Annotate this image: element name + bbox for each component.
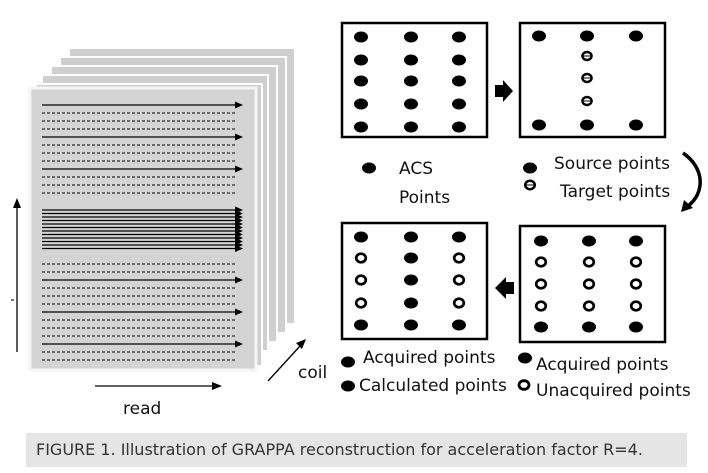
- acquired-point: [404, 31, 418, 43]
- unacquired-points-label: Unacquired points: [536, 381, 691, 401]
- unacquired-point: [534, 300, 548, 312]
- line-arrowhead: [235, 308, 243, 316]
- line-arrowhead: [235, 340, 243, 348]
- acquired-point: [452, 31, 466, 43]
- legend-acquired-dot-left: [341, 356, 355, 368]
- acquired-point: [404, 231, 418, 243]
- acquired-point: [629, 30, 643, 42]
- unacquired-point: [582, 278, 596, 290]
- read-label: read: [123, 399, 162, 419]
- acquired-point: [404, 297, 418, 309]
- kspace-lines: [42, 101, 243, 361]
- acquired-point: [452, 121, 466, 133]
- unacquired-point: [354, 252, 368, 264]
- acquired-points-left-label: Acquired points: [363, 348, 496, 368]
- phase-encode-arrow: [11, 198, 21, 352]
- acquired-point: [354, 98, 368, 110]
- line-arrowhead: [235, 133, 243, 141]
- acquired-point: [404, 75, 418, 87]
- unacquired-point: [582, 300, 596, 312]
- acquired-point: [532, 119, 546, 131]
- coil-stack: [28, 47, 296, 372]
- acquired-point: [629, 119, 643, 131]
- legend-acs-dot: [362, 162, 376, 174]
- acquired-point: [582, 321, 596, 333]
- legend-unacquired-ring: [517, 379, 531, 391]
- acquired-point: [452, 98, 466, 110]
- kernel-box: [518, 21, 667, 139]
- acquired-point: [354, 31, 368, 43]
- acquired-point: [452, 75, 466, 87]
- step-arrow-right: [495, 80, 513, 102]
- read-arrow: [95, 382, 222, 390]
- acquired-point: [532, 30, 546, 42]
- acs-points-label: Points: [399, 188, 451, 208]
- unacquired-point: [452, 274, 466, 286]
- coil-label: coil: [298, 363, 328, 383]
- legend-source-dot: [523, 162, 537, 174]
- acquired-point: [580, 30, 594, 42]
- unacquired-point: [629, 278, 643, 290]
- unacquired-point: [452, 252, 466, 264]
- legend-markers: [341, 162, 537, 392]
- sample-points: [354, 30, 643, 333]
- line-arrowhead: [235, 245, 243, 252]
- source-points-label: Source points: [554, 154, 671, 174]
- unacquired-point: [582, 256, 596, 268]
- acs-label: ACS: [399, 159, 433, 179]
- curved-arrow: [681, 151, 702, 212]
- line-arrowhead: [235, 165, 243, 173]
- coil-arrow: [267, 339, 306, 382]
- legend-calculated-dot: [341, 380, 355, 392]
- acquired-point: [404, 252, 418, 264]
- acquired-point: [354, 319, 368, 331]
- line-arrowhead: [235, 101, 243, 109]
- acquired-point: [534, 235, 548, 247]
- unacquired-point: [452, 297, 466, 309]
- step-arrow-left: [495, 277, 514, 299]
- calculated-points-label: Calculated points: [359, 376, 507, 396]
- unacquired-point: [629, 300, 643, 312]
- acquired-point: [629, 235, 643, 247]
- acquired-point: [354, 121, 368, 133]
- acquired-point: [354, 54, 368, 66]
- acquired-point: [452, 319, 466, 331]
- line-arrowhead: [235, 276, 243, 284]
- acquired-point: [404, 98, 418, 110]
- acquired-point: [629, 321, 643, 333]
- acquired-point: [580, 119, 594, 131]
- acquired-point: [404, 274, 418, 286]
- unacquired-point: [354, 297, 368, 309]
- acquired-points-right-label: Acquired points: [536, 355, 669, 375]
- caption-bar: FIGURE 1. Illustration of GRAPPA reconst…: [26, 433, 687, 467]
- acquired-point: [452, 54, 466, 66]
- figure-caption: FIGURE 1. Illustration of GRAPPA reconst…: [36, 440, 643, 459]
- acquired-point: [354, 231, 368, 243]
- unacquired-point: [629, 256, 643, 268]
- unacquired-point: [534, 278, 548, 290]
- acquired-point: [404, 121, 418, 133]
- acquired-point: [404, 319, 418, 331]
- acquired-point: [582, 235, 596, 247]
- acquired-point: [534, 321, 548, 333]
- legend-acquired-dot-right: [518, 352, 532, 364]
- kspace-front-layer: [28, 86, 258, 372]
- unacquired-point: [354, 274, 368, 286]
- grappa-diagram: [11, 21, 702, 392]
- unacquired-point: [534, 256, 548, 268]
- acquired-point: [354, 75, 368, 87]
- acquired-point: [404, 54, 418, 66]
- acquired-point: [452, 231, 466, 243]
- target-points-label: Target points: [560, 182, 671, 202]
